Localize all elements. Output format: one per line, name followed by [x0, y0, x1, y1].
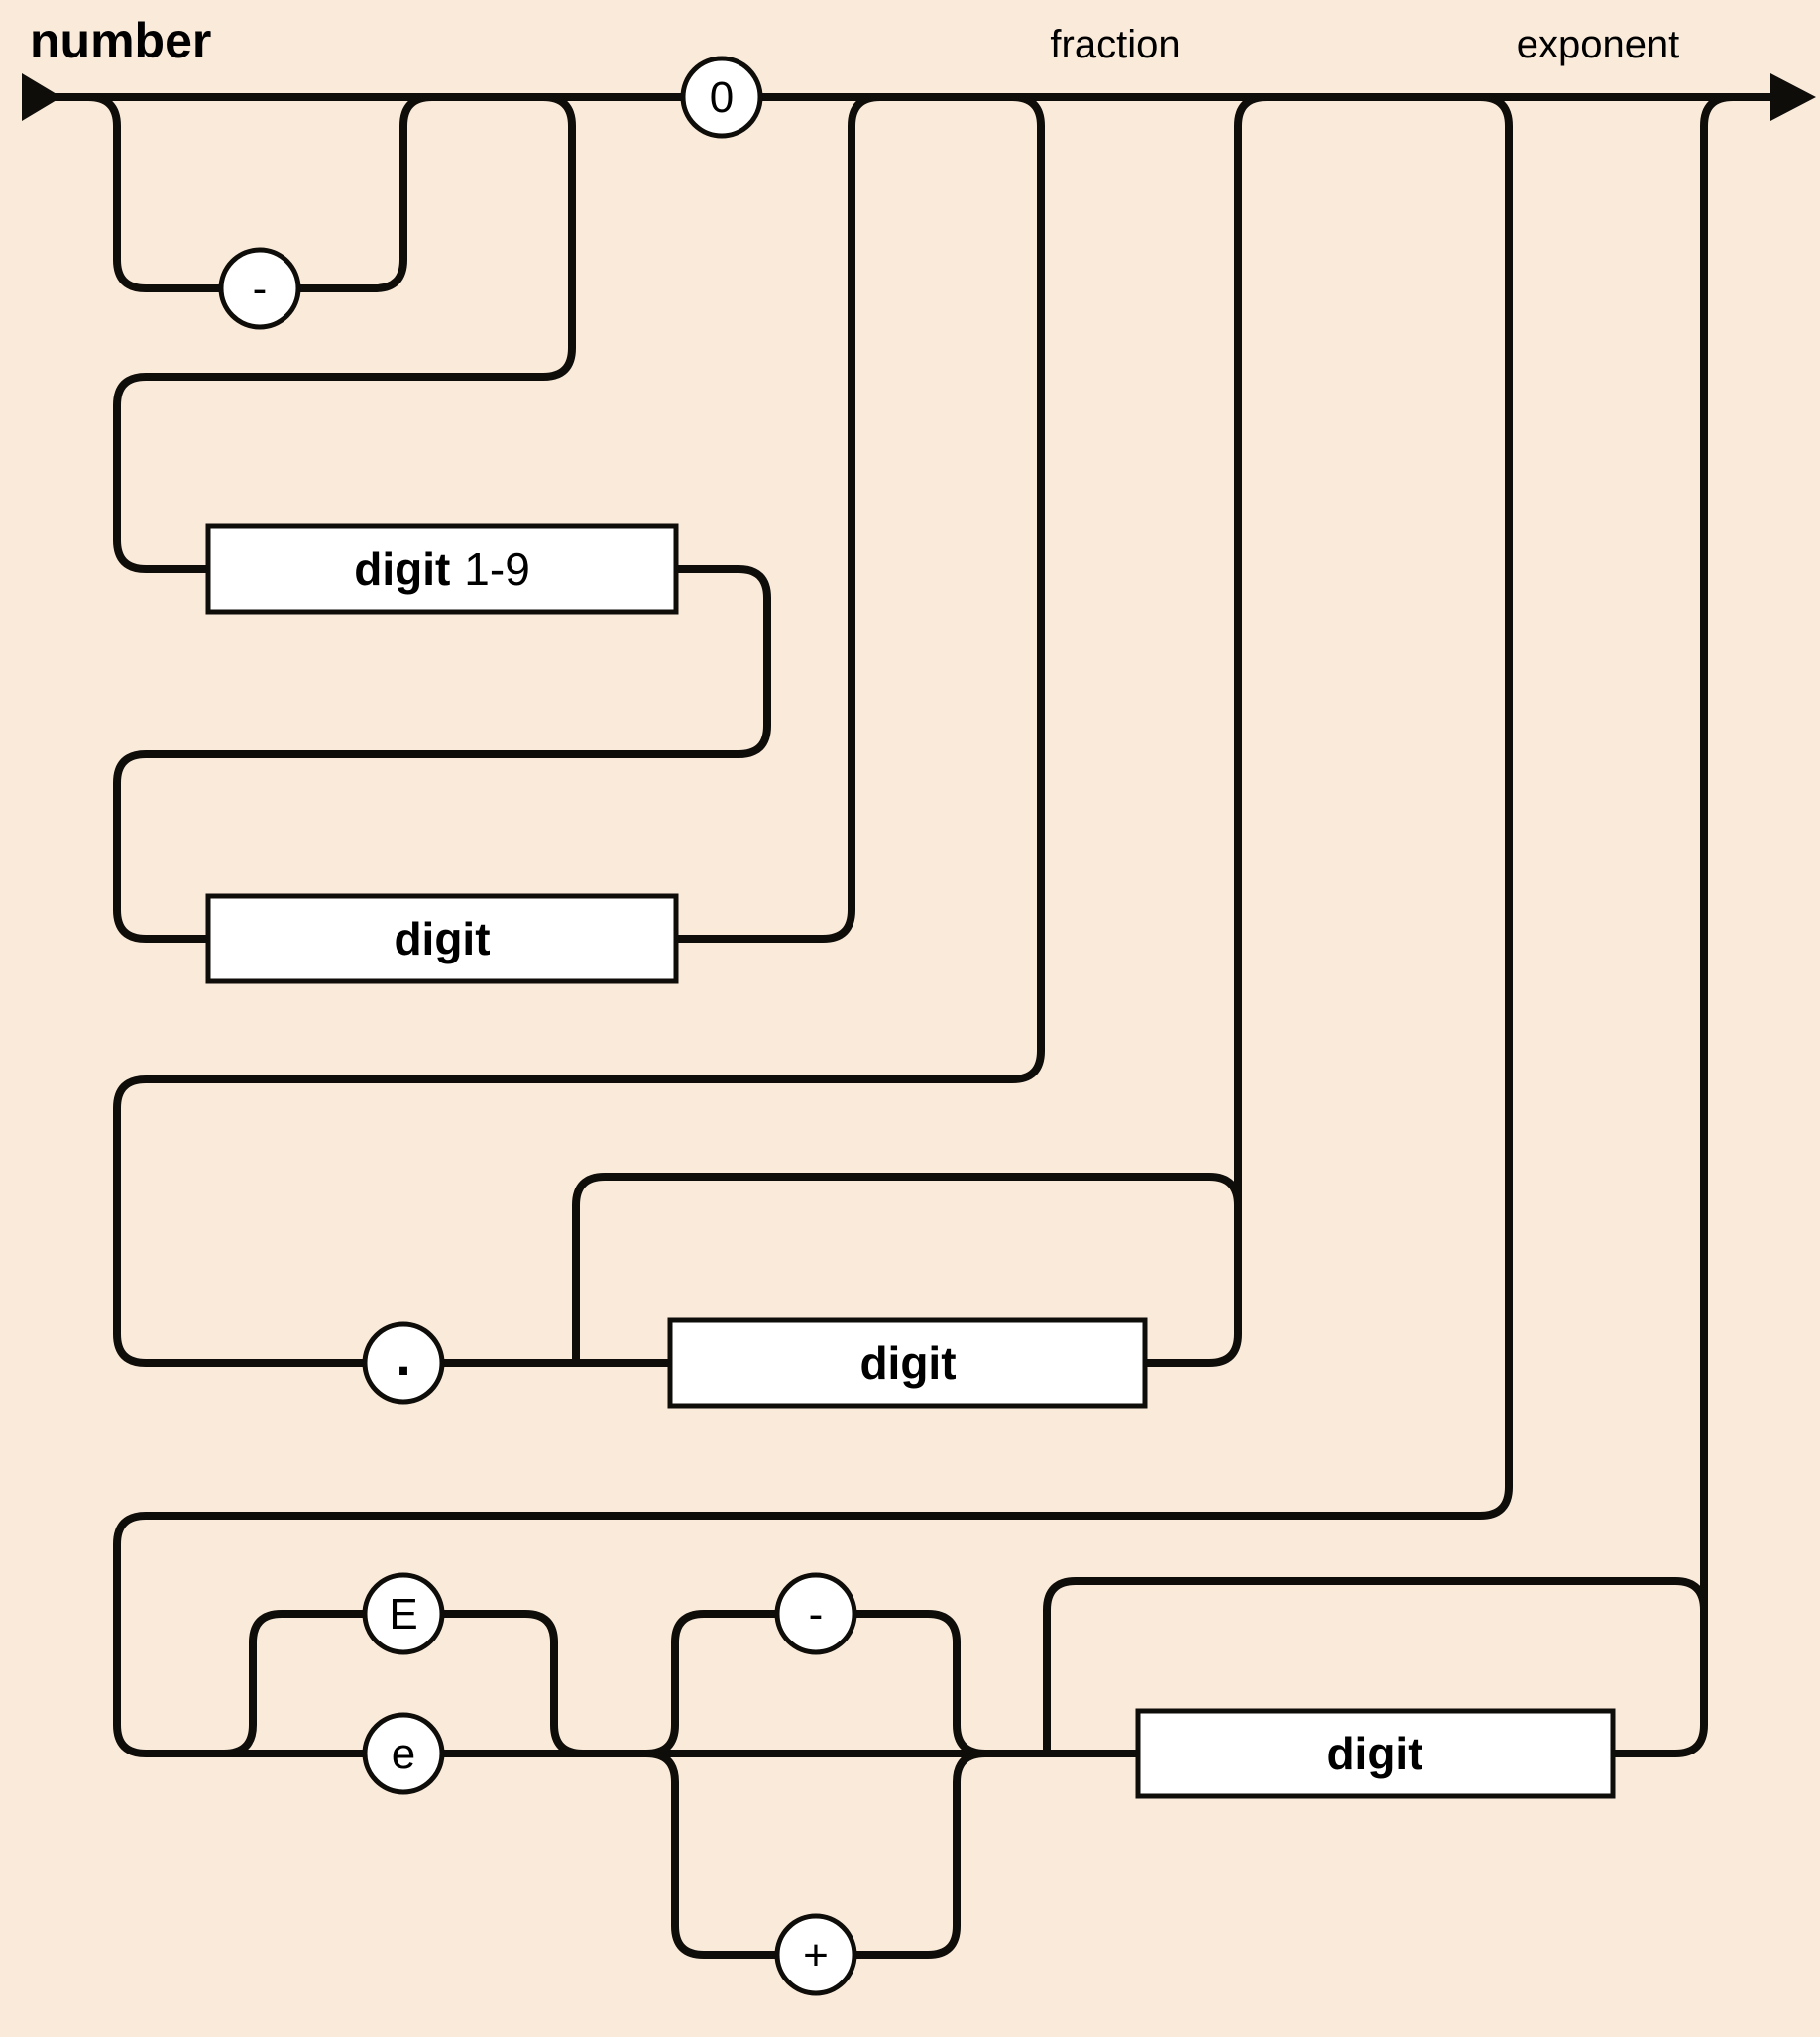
- diagram-title: number: [30, 13, 211, 68]
- terminal-e-label: e: [392, 1730, 415, 1778]
- fraction-section-label: fraction: [1050, 23, 1180, 66]
- track-exponent-branch: [113, 93, 1513, 1757]
- terminal-zero: [680, 56, 763, 139]
- exponent-section-label: exponent: [1517, 23, 1680, 66]
- terminal-minus-label: -: [253, 265, 268, 313]
- nonterminal-digit-1-9: [205, 523, 679, 615]
- terminal-dot-label: .: [396, 1324, 411, 1387]
- digit-1-9-keyword: digit: [354, 543, 450, 595]
- start-arrow-icon: [22, 73, 61, 121]
- terminal-E: [362, 1572, 445, 1655]
- integer-digit-label: digit: [394, 913, 490, 964]
- nodes-layer: [205, 56, 1616, 1996]
- end-arrow-icon: [1770, 73, 1816, 121]
- track-fraction-branch: [113, 93, 1045, 1367]
- digit-1-9-label: digit 1-9: [354, 543, 530, 595]
- track-exponent-rejoin: [1613, 93, 1734, 1757]
- track-digit-connector: [113, 565, 771, 943]
- terminal-exp-minus-label: -: [809, 1590, 824, 1639]
- nonterminal-integer-digit: [205, 893, 679, 984]
- labels-layer: number fraction exponent digit 1-9 digit …: [30, 13, 1679, 1980]
- terminal-zero-label: 0: [710, 73, 734, 122]
- exponent-digit-label: digit: [1326, 1728, 1422, 1779]
- terminal-exp-plus-label: +: [803, 1931, 829, 1980]
- terminal-exp-plus: [774, 1913, 857, 1996]
- track-integer-rejoin: [676, 93, 881, 943]
- tracks-layer: [22, 73, 1816, 1959]
- terminal-minus: [218, 247, 301, 330]
- terminal-dot: [362, 1321, 445, 1405]
- terminal-E-label: E: [389, 1590, 417, 1639]
- fraction-digit-label: digit: [859, 1337, 956, 1389]
- digit-1-9-range: 1-9: [464, 543, 529, 595]
- track-fraction-rejoin: [1145, 93, 1268, 1367]
- terminal-exp-minus: [774, 1572, 857, 1655]
- nonterminal-fraction-digit: [667, 1317, 1148, 1409]
- terminal-e: [362, 1712, 445, 1795]
- track-digit19-branch: [113, 93, 576, 573]
- nonterminal-exponent-digit: [1135, 1708, 1616, 1799]
